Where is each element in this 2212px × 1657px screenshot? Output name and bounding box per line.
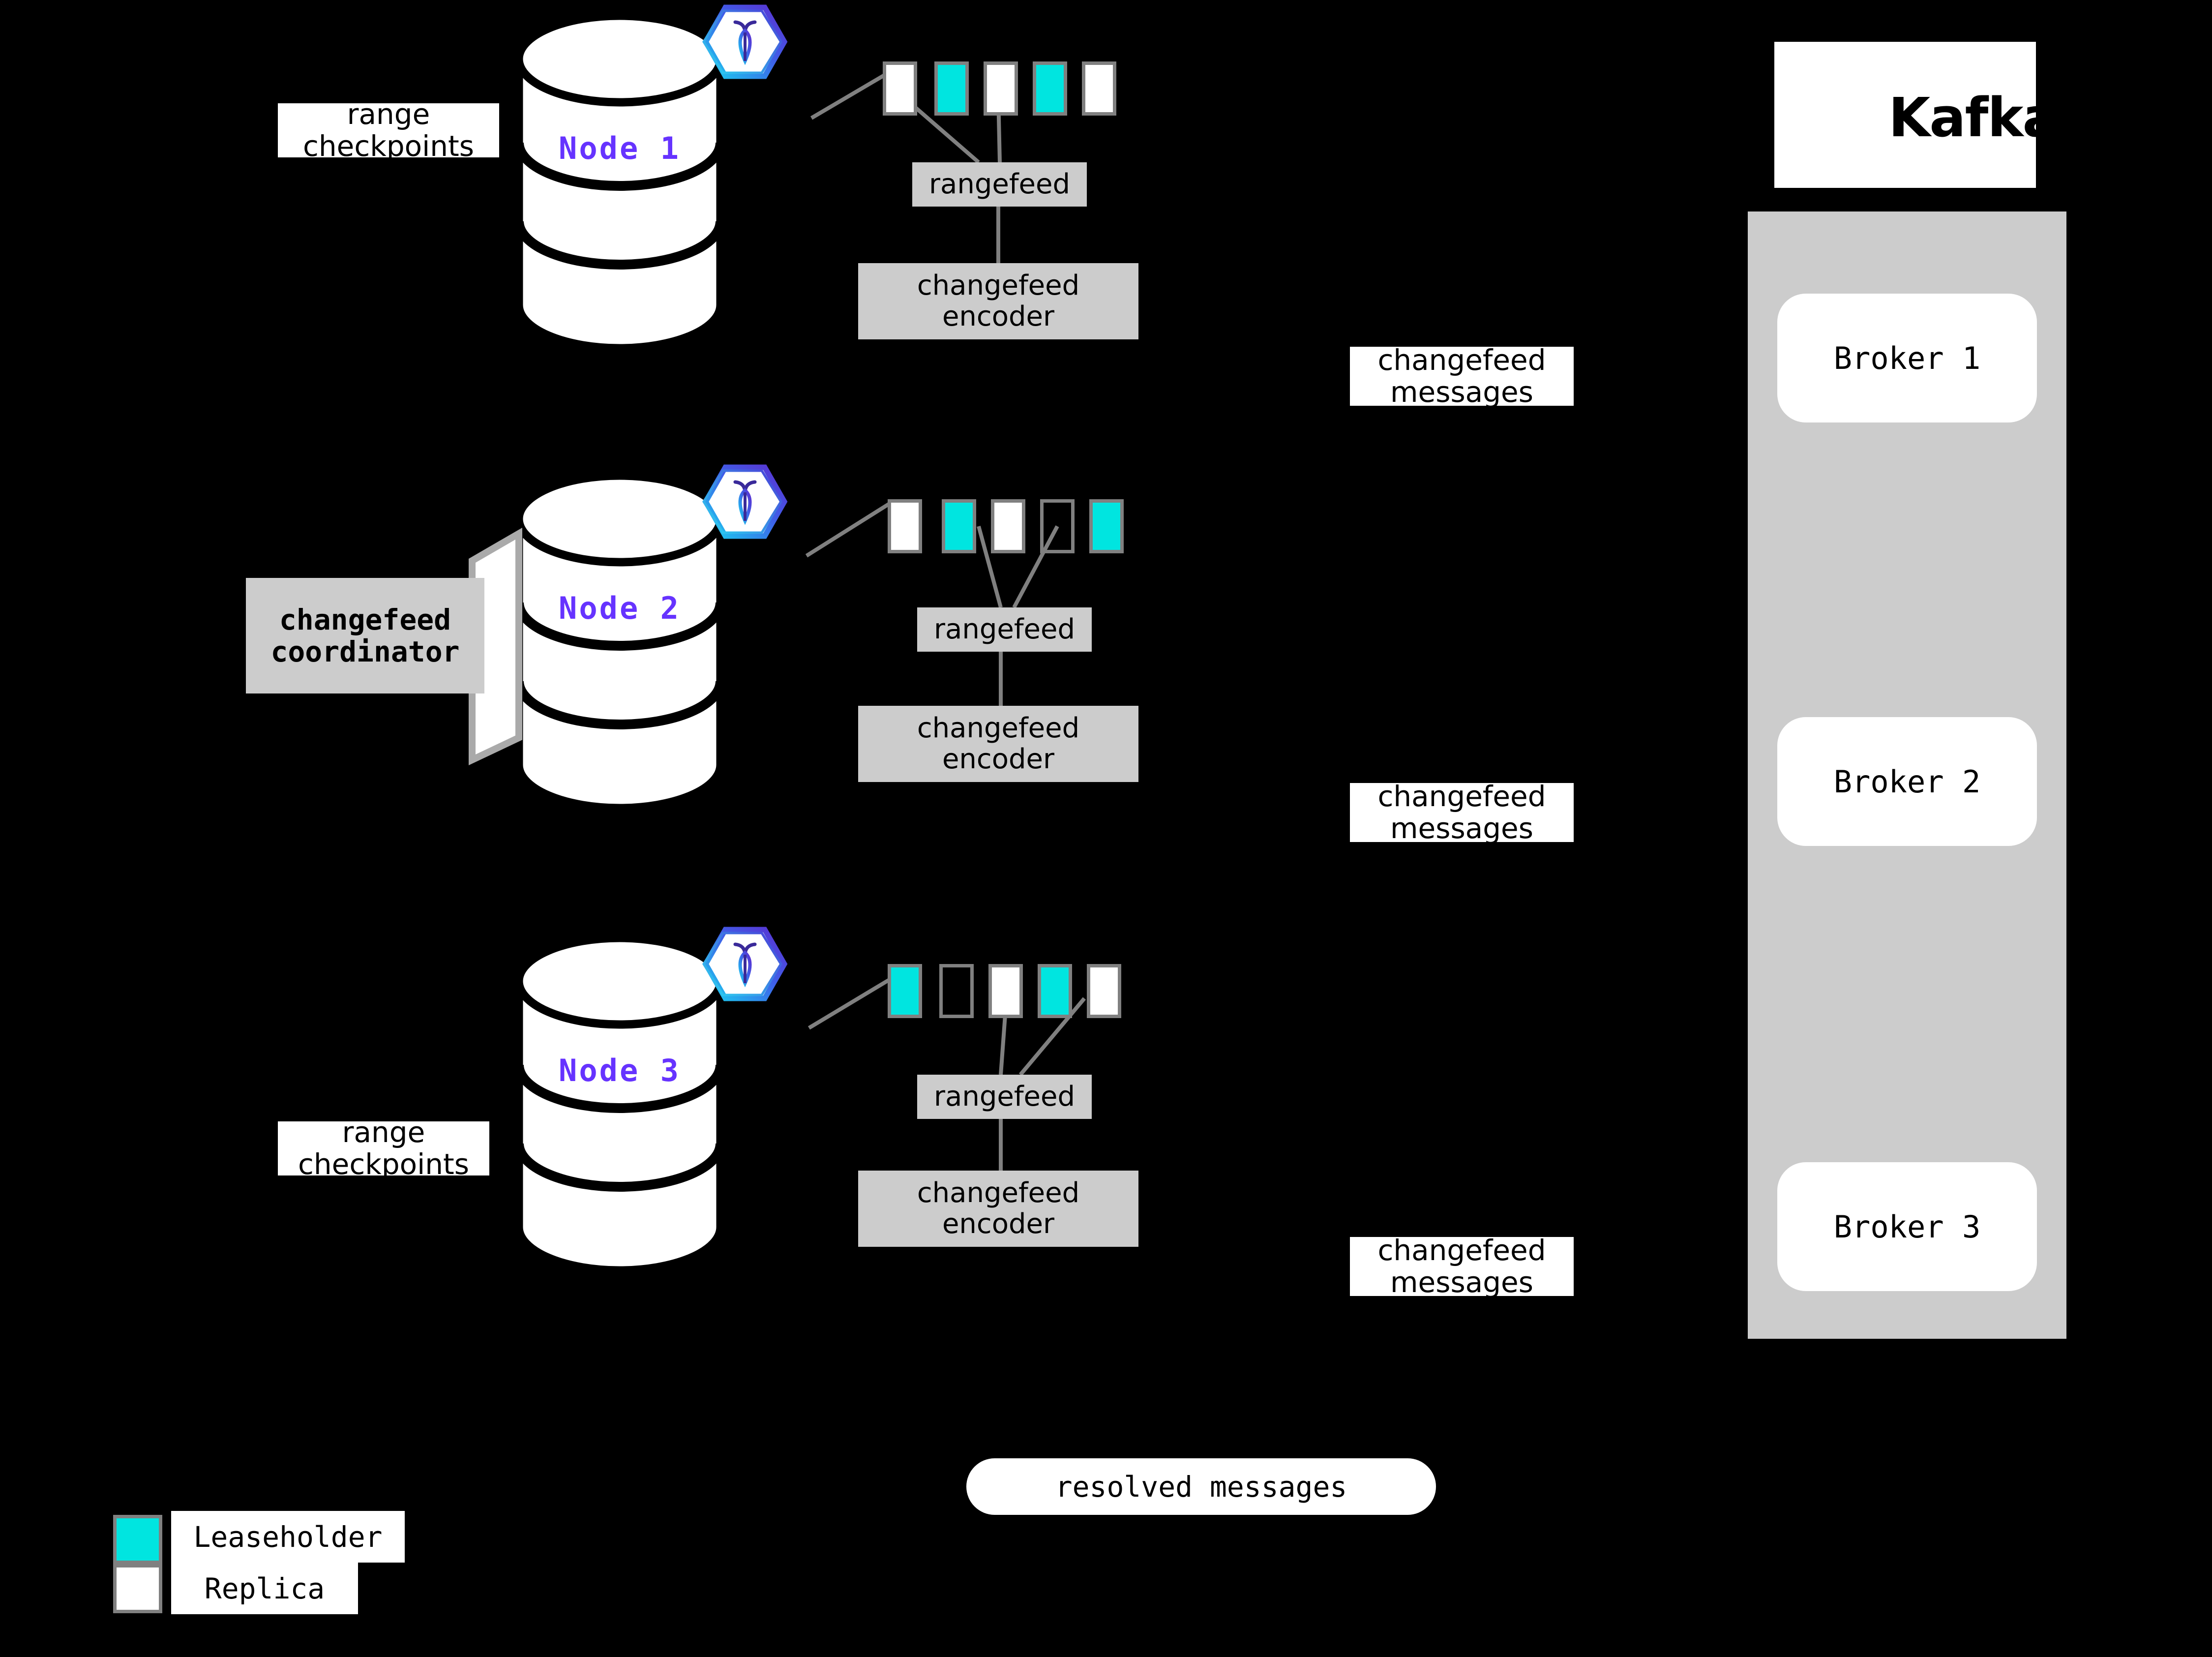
node-3-side-label: range checkpoints	[278, 1116, 489, 1180]
legend-swatch-replica	[113, 1564, 162, 1613]
range-cell[interactable]	[942, 499, 976, 553]
range-cell[interactable]	[888, 499, 922, 553]
node-cylinder-2	[514, 471, 725, 813]
broker-card-3[interactable]: Broker 3	[1777, 1162, 2037, 1291]
legend-label-leaseholder: Leaseholder	[171, 1511, 405, 1563]
broker-card-1[interactable]: Broker 1	[1777, 294, 2037, 422]
range-cell[interactable]	[883, 61, 917, 116]
range-cell[interactable]	[934, 61, 969, 116]
rangefeed-box-1[interactable]: rangefeed	[912, 162, 1087, 207]
cockroachdb-hex-logo-2	[702, 464, 788, 539]
range-cell[interactable]	[1033, 61, 1067, 116]
node-1-side-label: range checkpoints	[278, 98, 499, 162]
changefeed-messages-label-3: changefeed messages	[1350, 1235, 1574, 1298]
node-cylinder-3	[514, 934, 725, 1275]
node-label-3: Node 3	[559, 1053, 681, 1088]
changefeed-encoder-box-1[interactable]: changefeed encoder	[858, 263, 1138, 339]
changefeed-coordinator-box[interactable]: changefeed coordinator	[246, 578, 484, 693]
range-cell[interactable]	[1038, 964, 1072, 1018]
resolved-messages-pill: resolved messages	[966, 1458, 1436, 1515]
node-label-2: Node 2	[559, 590, 681, 626]
rangefeed-box-2[interactable]: rangefeed	[917, 607, 1092, 652]
legend-swatch-leaseholder	[113, 1515, 162, 1564]
cockroachdb-hex-logo-3	[702, 927, 788, 1001]
changefeed-messages-label-1: changefeed messages	[1350, 344, 1574, 408]
kafka-brand-label: Kafka	[1888, 86, 2059, 149]
range-cell[interactable]	[1087, 964, 1121, 1018]
range-cell[interactable]	[984, 61, 1018, 116]
cockroachdb-hex-logo-1	[702, 4, 788, 79]
range-cell[interactable]	[991, 499, 1025, 553]
node-label-1: Node 1	[559, 130, 681, 166]
changefeed-encoder-box-3[interactable]: changefeed encoder	[858, 1171, 1138, 1247]
node-cylinder-1	[514, 11, 725, 353]
legend-label-replica: Replica	[171, 1563, 358, 1614]
changefeed-encoder-box-2[interactable]: changefeed encoder	[858, 706, 1138, 782]
range-cell[interactable]	[1040, 499, 1075, 553]
broker-card-2[interactable]: Broker 2	[1777, 717, 2037, 846]
changefeed-messages-label-2: changefeed messages	[1350, 781, 1574, 844]
range-cell[interactable]	[988, 964, 1023, 1018]
range-cell[interactable]	[888, 964, 922, 1018]
rangefeed-box-3[interactable]: rangefeed	[917, 1075, 1092, 1119]
range-cell[interactable]	[1089, 499, 1124, 553]
range-cell[interactable]	[1082, 61, 1116, 116]
range-cell[interactable]	[939, 964, 974, 1018]
kafka-logo-card	[1774, 42, 2036, 188]
